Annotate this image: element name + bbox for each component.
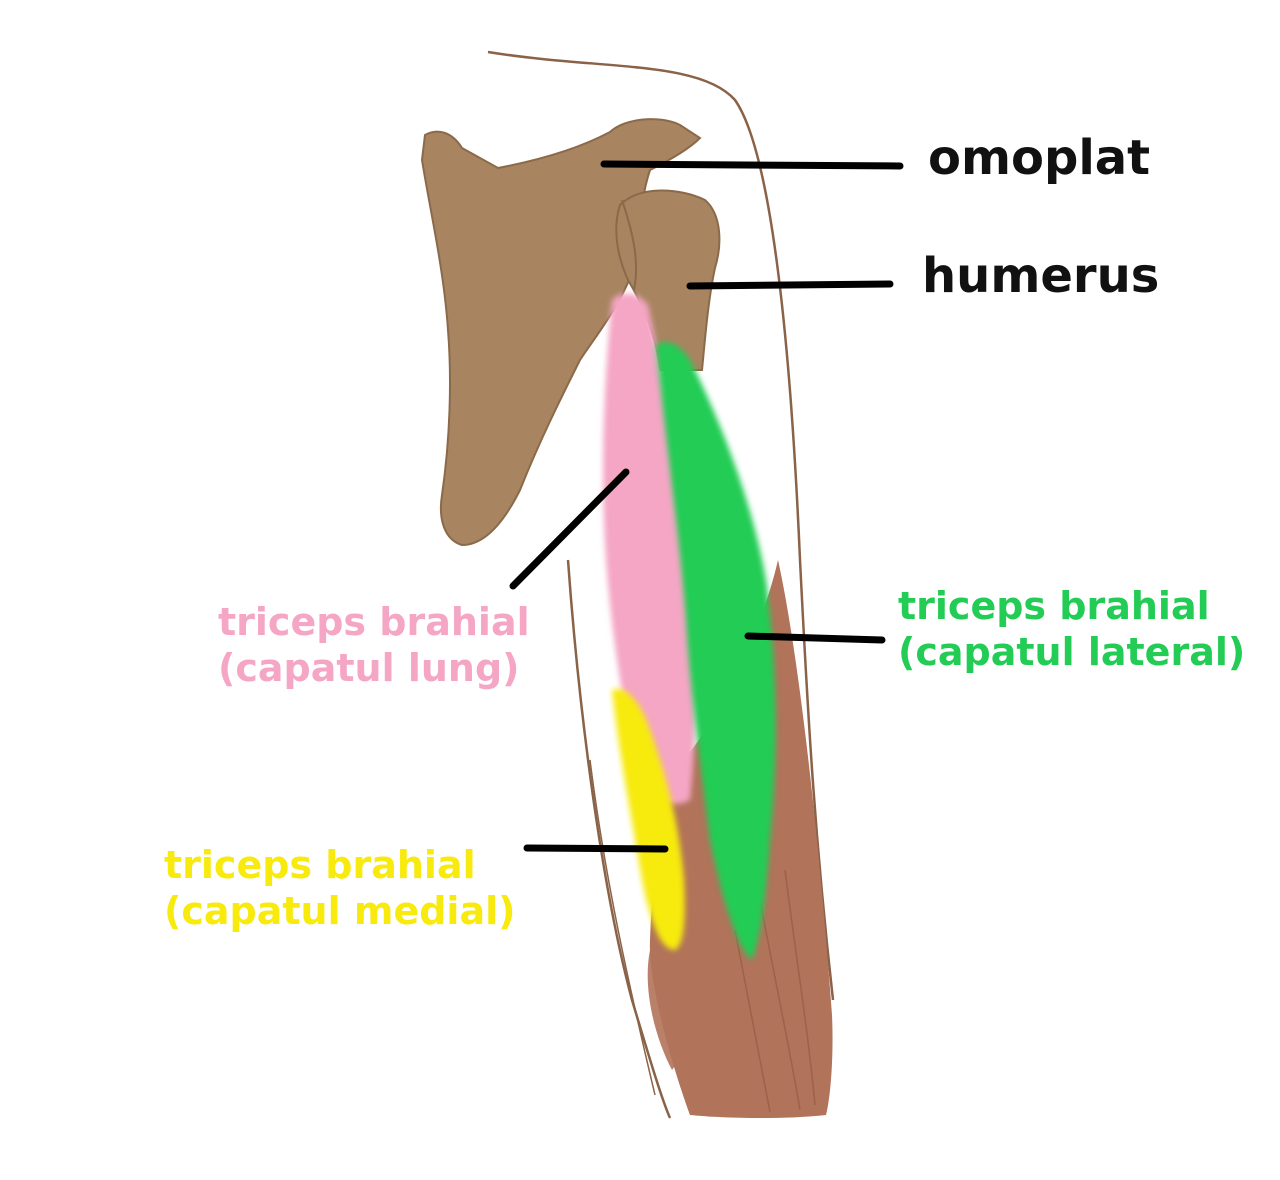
label-long-head-line2: (capatul lung) [218, 645, 520, 690]
label-humerus: humerus [922, 248, 1159, 306]
leader-line-long-head [509, 468, 630, 590]
skin-outline-back [487, 50, 835, 1001]
label-triceps-lateral-head: triceps brahial (capatul lateral) [898, 584, 1245, 675]
skin-outline-inner [589, 759, 656, 1096]
label-medial-head-line1: triceps brahial [164, 843, 476, 887]
label-triceps-medial-head: triceps brahial (capatul medial) [164, 843, 515, 934]
humerus-bone [615, 189, 721, 371]
label-triceps-long-head: triceps brahial (capatul lung) [218, 600, 530, 691]
skin-outline-front [566, 559, 672, 1119]
label-lateral-head-line2: (capatul lateral) [898, 629, 1246, 674]
elbow-olecranon [647, 946, 693, 1070]
leader-line-medial-head [523, 844, 669, 853]
forearm-fibers [734, 869, 816, 1113]
label-omoplat-text: omoplat [928, 130, 1151, 186]
leader-line-lateral-head [744, 632, 886, 644]
label-lateral-head-line1: triceps brahial [898, 584, 1210, 628]
label-omoplat: omoplat [928, 130, 1150, 188]
label-long-head-line1: triceps brahial [218, 600, 530, 644]
label-medial-head-line2: (capatul medial) [164, 888, 516, 933]
leader-line-scapula [600, 160, 904, 170]
leader-line-humerus [686, 280, 894, 290]
triceps-lateral-head [656, 342, 776, 960]
triceps-medial-head [612, 689, 685, 950]
triceps-long-head [603, 293, 697, 804]
humerus-glenoid-line [621, 199, 638, 291]
label-humerus-text: humerus [922, 248, 1160, 304]
